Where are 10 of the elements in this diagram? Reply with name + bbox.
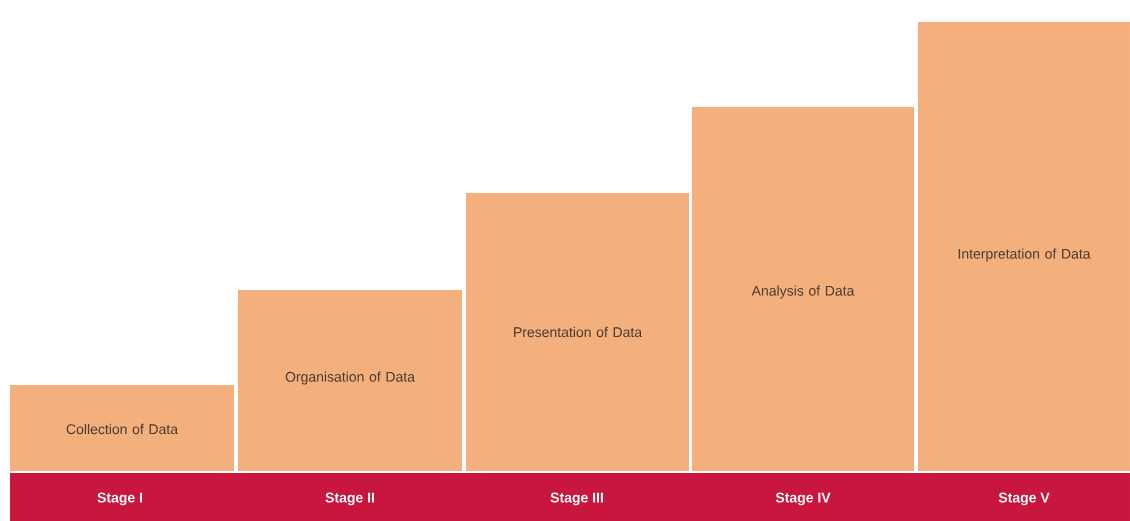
stage-bar: Interpretation of Data <box>918 22 1130 471</box>
stage-bar: Organisation of Data <box>238 290 462 471</box>
stage-bar: Collection of Data <box>10 385 234 471</box>
stage-label: Stage V <box>998 492 1050 506</box>
stage-bar: Analysis of Data <box>692 107 914 471</box>
stage-label: Stage II <box>325 492 374 506</box>
stage-label: Stage III <box>550 492 603 506</box>
stage-bar: Presentation of Data <box>466 193 689 471</box>
stage-label: Stage IV <box>775 492 831 506</box>
stage-label: Stage I <box>97 492 142 506</box>
